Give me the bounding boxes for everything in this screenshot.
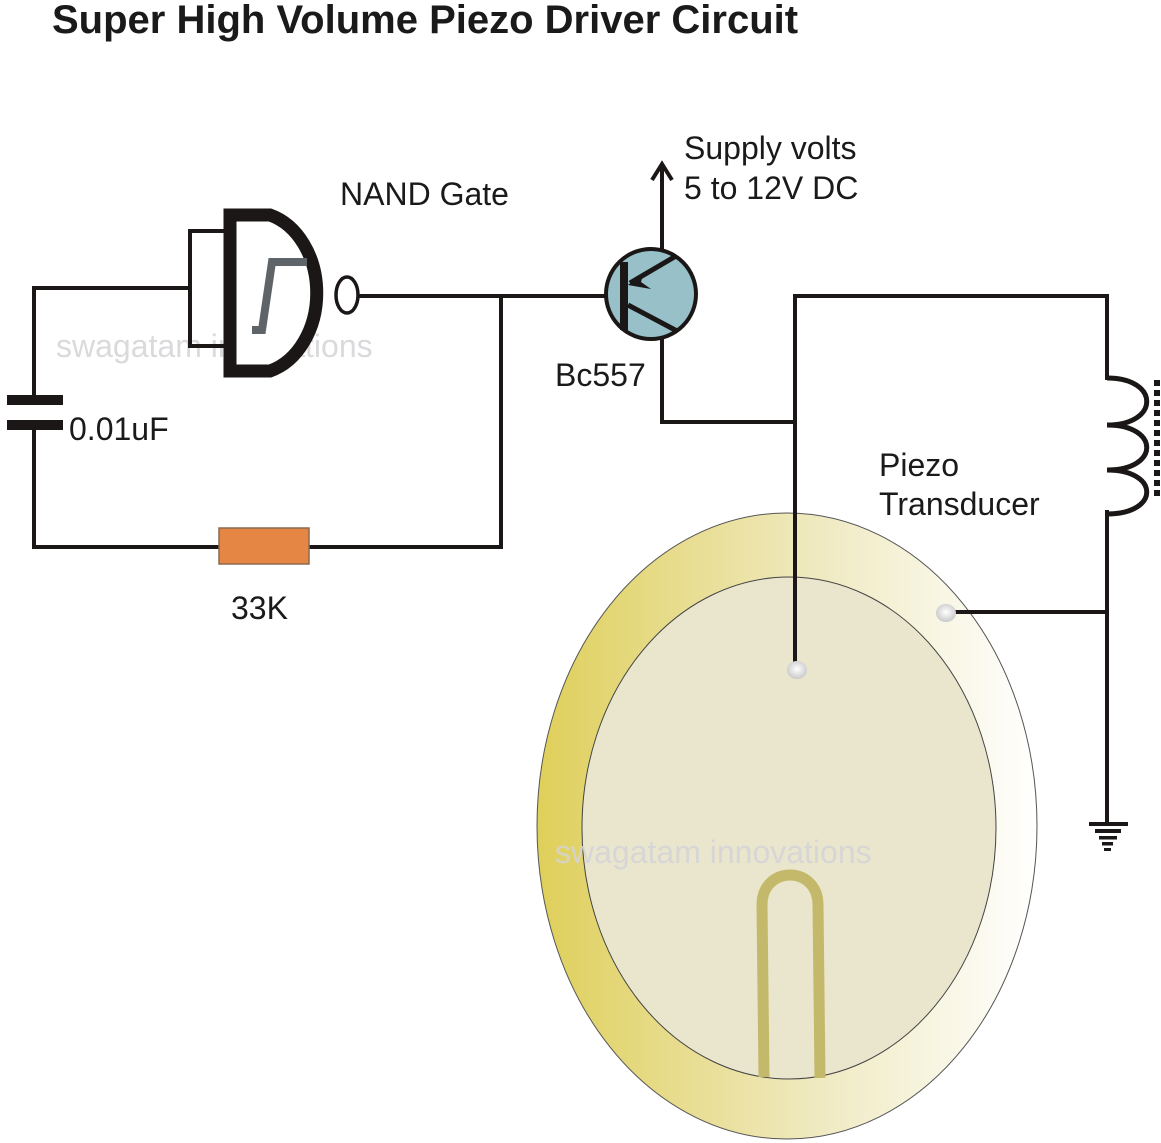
transistor-collector bbox=[626, 302, 679, 334]
resistor bbox=[218, 527, 310, 565]
solder-point-edge bbox=[936, 604, 956, 622]
piezo-trace bbox=[756, 869, 826, 1079]
schmitt-trigger-icon bbox=[252, 258, 307, 334]
piezo-transducer bbox=[536, 512, 1038, 1140]
capacitor-plate-top bbox=[7, 395, 63, 405]
watermark-center: swagatam innovations bbox=[555, 834, 872, 870]
inverter-bubble bbox=[334, 275, 360, 315]
capacitor bbox=[7, 395, 63, 430]
resistor-label: 33K bbox=[231, 590, 288, 626]
solder-point-center bbox=[787, 661, 807, 679]
oscillator-wiring bbox=[32, 229, 608, 549]
nand-gate bbox=[223, 208, 360, 378]
nand-gate-body bbox=[223, 208, 324, 378]
capacitor-plate-bottom bbox=[7, 420, 63, 430]
piezo-label-line2: Transducer bbox=[879, 486, 1040, 522]
inductor bbox=[1106, 375, 1160, 517]
emitter-arrow-icon bbox=[628, 272, 651, 289]
capacitor-label: 0.01uF bbox=[69, 411, 169, 447]
supply-label-line2: 5 to 12V DC bbox=[684, 170, 858, 206]
transistor-body bbox=[604, 247, 698, 341]
ground-icon bbox=[1089, 822, 1128, 851]
supply-arrow bbox=[650, 160, 674, 251]
inductor-coil bbox=[1106, 375, 1150, 517]
transistor-label: Bc557 bbox=[555, 357, 646, 393]
arrow-up-icon bbox=[650, 160, 674, 182]
diagram-title: Super High Volume Piezo Driver Circuit bbox=[52, 0, 798, 42]
supply-label-line1: Supply volts bbox=[684, 130, 857, 166]
piezo-inner-disc bbox=[581, 576, 997, 1080]
piezo-label-line1: Piezo bbox=[879, 447, 959, 483]
pnp-transistor bbox=[604, 247, 698, 341]
nand-gate-label: NAND Gate bbox=[340, 176, 509, 212]
